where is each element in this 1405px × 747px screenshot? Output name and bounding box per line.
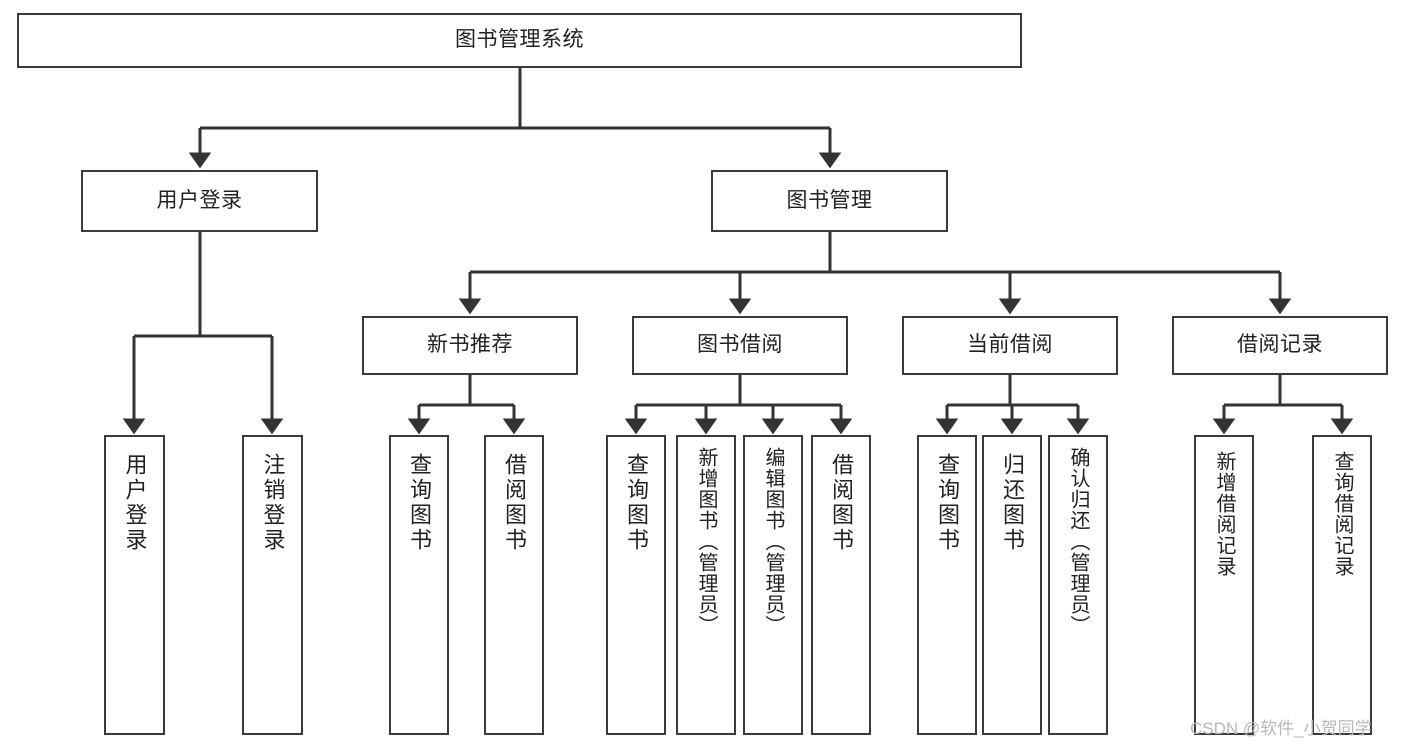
node-book-borrow-label: 图书借阅 bbox=[697, 333, 783, 357]
node-current-borrow[interactable]: 当前借阅 bbox=[902, 316, 1118, 375]
node-leaf-user-logout-label: 注销登录 bbox=[260, 453, 286, 553]
node-leaf-borrow-book-1[interactable]: 借阅图书 bbox=[484, 435, 544, 735]
node-leaf-add-record-label: 新增借阅记录 bbox=[1213, 451, 1235, 577]
node-leaf-return-book[interactable]: 归还图书 bbox=[982, 435, 1042, 735]
node-leaf-query-record[interactable]: 查询借阅记录 bbox=[1312, 435, 1372, 735]
node-leaf-confirm-return-label: 确认归还（管理员） bbox=[1067, 447, 1089, 636]
node-leaf-borrow-book-2-label: 借阅图书 bbox=[829, 453, 854, 553]
node-current-borrow-label: 当前借阅 bbox=[967, 333, 1053, 357]
node-leaf-query-book-2-label: 查询图书 bbox=[624, 453, 649, 553]
node-leaf-user-login-label: 用户登录 bbox=[122, 453, 148, 553]
node-borrow-record[interactable]: 借阅记录 bbox=[1172, 316, 1388, 375]
node-leaf-edit-book-label: 编辑图书（管理员） bbox=[762, 447, 784, 636]
node-book-borrow[interactable]: 图书借阅 bbox=[632, 316, 848, 375]
node-leaf-query-book-2[interactable]: 查询图书 bbox=[606, 435, 666, 735]
node-leaf-query-book-1-label: 查询图书 bbox=[407, 453, 432, 553]
node-leaf-edit-book[interactable]: 编辑图书（管理员） bbox=[743, 435, 803, 735]
node-leaf-confirm-return[interactable]: 确认归还（管理员） bbox=[1048, 435, 1108, 735]
node-user-login[interactable]: 用户登录 bbox=[81, 170, 318, 232]
node-root-label: 图书管理系统 bbox=[455, 28, 584, 52]
node-leaf-add-record[interactable]: 新增借阅记录 bbox=[1194, 435, 1254, 735]
node-leaf-borrow-book-1-label: 借阅图书 bbox=[502, 453, 527, 553]
node-leaf-add-book[interactable]: 新增图书（管理员） bbox=[676, 435, 736, 735]
node-book-manage-label: 图书管理 bbox=[786, 188, 873, 212]
node-root[interactable]: 图书管理系统 bbox=[17, 13, 1022, 68]
node-book-manage[interactable]: 图书管理 bbox=[711, 170, 948, 232]
node-new-book-recommend[interactable]: 新书推荐 bbox=[362, 316, 578, 375]
node-leaf-user-login[interactable]: 用户登录 bbox=[104, 435, 165, 735]
node-leaf-query-book-1[interactable]: 查询图书 bbox=[389, 435, 449, 735]
node-leaf-add-book-label: 新增图书（管理员） bbox=[695, 447, 717, 636]
node-leaf-borrow-book-2[interactable]: 借阅图书 bbox=[811, 435, 871, 735]
node-leaf-user-logout[interactable]: 注销登录 bbox=[242, 435, 303, 735]
node-user-login-label: 用户登录 bbox=[156, 188, 243, 212]
node-leaf-query-book-3-label: 查询图书 bbox=[935, 453, 960, 553]
node-borrow-record-label: 借阅记录 bbox=[1237, 333, 1323, 357]
node-leaf-return-book-label: 归还图书 bbox=[1000, 453, 1025, 553]
node-new-book-recommend-label: 新书推荐 bbox=[427, 333, 513, 357]
node-leaf-query-record-label: 查询借阅记录 bbox=[1331, 451, 1353, 577]
node-leaf-query-book-3[interactable]: 查询图书 bbox=[917, 435, 977, 735]
